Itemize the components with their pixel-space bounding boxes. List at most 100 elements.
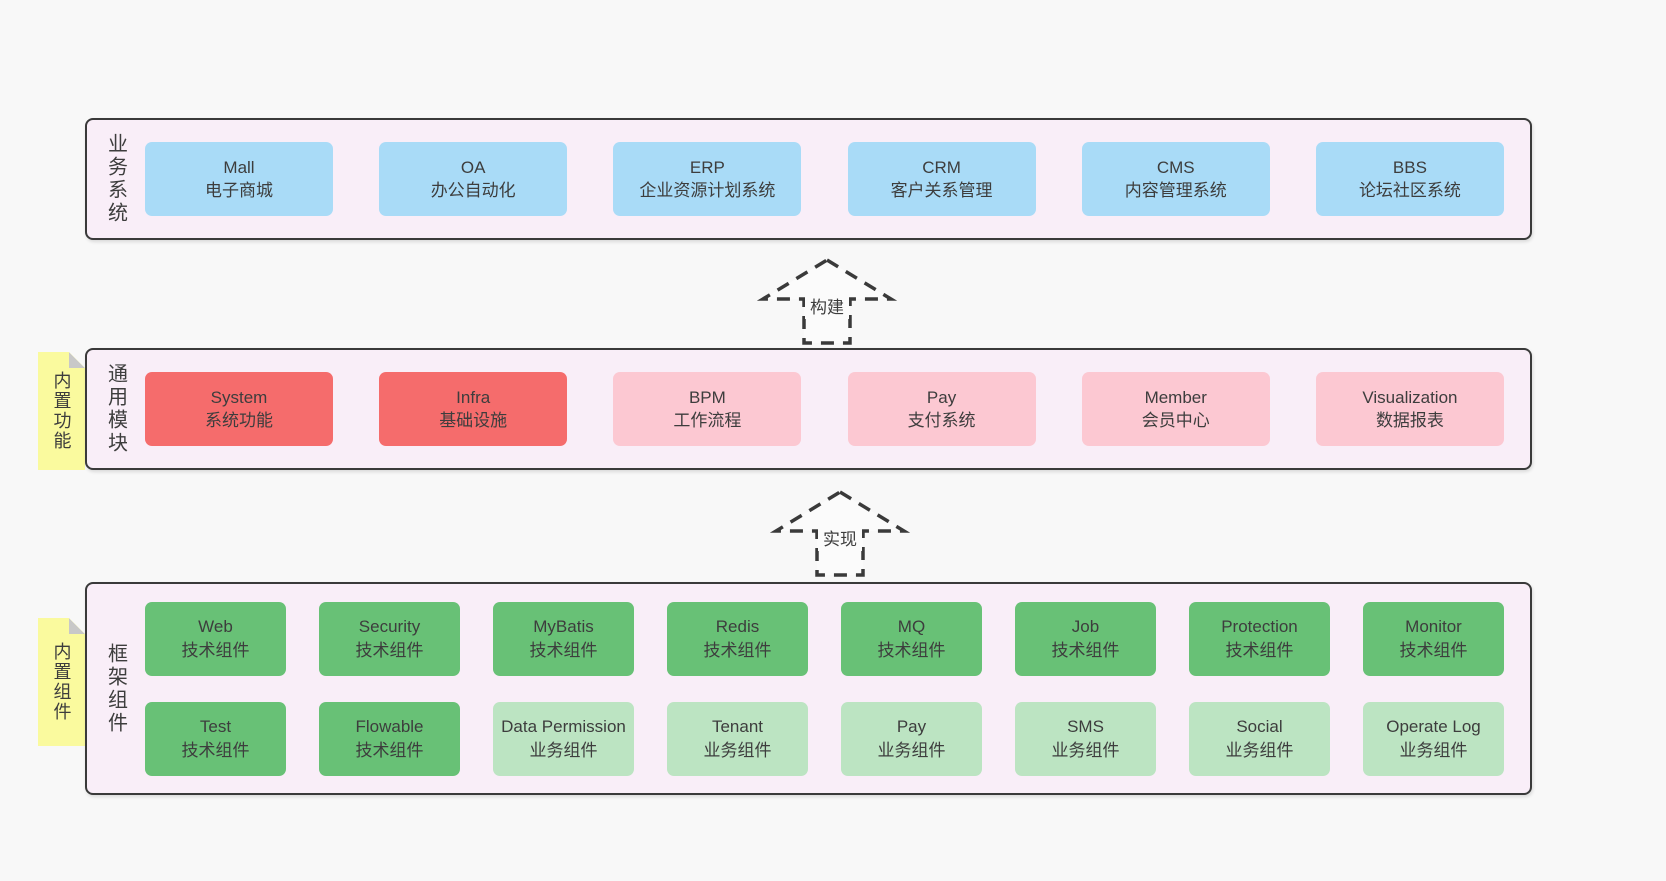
box-subtitle: 数据报表 bbox=[1375, 411, 1444, 430]
box-subtitle: 电子商城 bbox=[205, 181, 273, 200]
box-title: OA bbox=[460, 157, 486, 177]
component-box: Web 技术组件 bbox=[145, 601, 286, 676]
box-title: Test bbox=[199, 717, 232, 737]
layer-label-business-systems: 业务系统 bbox=[104, 133, 127, 225]
box-subtitle: 工作流程 bbox=[673, 411, 742, 430]
box-subtitle: 技术组件 bbox=[1399, 640, 1468, 660]
box-subtitle: 办公自动化 bbox=[430, 181, 516, 200]
box-subtitle: 技术组件 bbox=[355, 740, 424, 760]
arrow-up-build: 构建 bbox=[757, 256, 897, 346]
component-box: Protection 技术组件 bbox=[1189, 601, 1330, 676]
module-box: BPM 工作流程 bbox=[613, 372, 802, 446]
box-subtitle: 内容管理系统 bbox=[1124, 181, 1227, 200]
component-box: Redis 技术组件 bbox=[667, 601, 808, 676]
box-title: BBS bbox=[1392, 157, 1427, 177]
box-subtitle: 业务组件 bbox=[1051, 740, 1120, 760]
box-title: Tenant bbox=[711, 717, 764, 737]
box-subtitle: 技术组件 bbox=[355, 640, 424, 660]
folded-corner bbox=[69, 352, 85, 368]
box-subtitle: 会员中心 bbox=[1141, 411, 1210, 430]
framework-components-box-grid: Web 技术组件 Security 技术组件 MyBatis 技术组件 Redi… bbox=[145, 601, 1504, 776]
module-box: Member 会员中心 bbox=[1081, 372, 1270, 446]
box-subtitle: 技术组件 bbox=[181, 640, 250, 660]
system-box: BBS 论坛社区系统 bbox=[1315, 142, 1504, 216]
box-subtitle: 技术组件 bbox=[703, 640, 772, 660]
component-box: Operate Log 业务组件 bbox=[1363, 701, 1504, 776]
box-subtitle: 技术组件 bbox=[1051, 640, 1120, 660]
arrow-label-build: 构建 bbox=[805, 292, 849, 319]
box-subtitle: 技术组件 bbox=[529, 640, 598, 660]
module-box: Infra 基础设施 bbox=[379, 372, 568, 446]
box-title: Social bbox=[1236, 717, 1283, 737]
arrow-label-implement: 实现 bbox=[818, 524, 862, 551]
box-title: Redis bbox=[715, 617, 760, 637]
box-title: ERP bbox=[689, 157, 725, 177]
box-subtitle: 技术组件 bbox=[181, 740, 250, 760]
component-box: SMS 业务组件 bbox=[1015, 701, 1156, 776]
box-title: Security bbox=[358, 617, 421, 637]
box-title: BPM bbox=[688, 387, 726, 407]
component-box: Data Permission 业务组件 bbox=[493, 701, 634, 776]
box-subtitle: 业务组件 bbox=[1225, 740, 1294, 760]
box-subtitle: 客户关系管理 bbox=[890, 181, 993, 200]
component-box: Social 业务组件 bbox=[1189, 701, 1330, 776]
box-title: Flowable bbox=[355, 717, 424, 737]
layer-label-framework-components: 框架组件 bbox=[104, 642, 127, 735]
component-box: MQ 技术组件 bbox=[841, 601, 982, 676]
box-subtitle: 企业资源计划系统 bbox=[639, 181, 776, 200]
box-subtitle: 基础设施 bbox=[439, 411, 508, 430]
box-title: CRM bbox=[922, 157, 961, 177]
sticky-note-builtin-features: 内置功能 bbox=[38, 352, 85, 470]
box-subtitle: 业务组件 bbox=[529, 740, 598, 760]
system-box: CMS 内容管理系统 bbox=[1081, 142, 1270, 216]
box-subtitle: 技术组件 bbox=[1225, 640, 1294, 660]
system-box: Mall 电子商城 bbox=[145, 142, 333, 216]
arrow-up-implement: 实现 bbox=[770, 488, 910, 578]
layer-business-systems: 业务系统 Mall 电子商城 OA 办公自动化 ERP 企业资源计划系统 CRM… bbox=[85, 118, 1532, 240]
box-title: System bbox=[210, 387, 268, 407]
system-box: CRM 客户关系管理 bbox=[847, 142, 1036, 216]
box-title: SMS bbox=[1067, 717, 1104, 737]
folded-corner bbox=[69, 618, 85, 634]
sticky-label: 内置组件 bbox=[51, 642, 72, 722]
component-box: Pay 业务组件 bbox=[841, 701, 982, 776]
box-title: Infra bbox=[456, 387, 491, 407]
box-subtitle: 业务组件 bbox=[877, 740, 946, 760]
box-title: Pay bbox=[896, 717, 927, 737]
component-box: MyBatis 技术组件 bbox=[493, 601, 634, 676]
box-title: MyBatis bbox=[533, 617, 594, 637]
box-subtitle: 支付系统 bbox=[907, 411, 976, 430]
box-title: CMS bbox=[1156, 157, 1195, 177]
system-box: ERP 企业资源计划系统 bbox=[613, 142, 802, 216]
component-box: Monitor 技术组件 bbox=[1363, 601, 1504, 676]
sticky-note-builtin-components: 内置组件 bbox=[38, 618, 85, 746]
box-title: Job bbox=[1071, 617, 1100, 637]
layer-common-modules: 通用模块 System 系统功能 Infra 基础设施 BPM 工作流程 Pay… bbox=[85, 348, 1532, 470]
box-subtitle: 技术组件 bbox=[877, 640, 946, 660]
sticky-label: 内置功能 bbox=[51, 371, 72, 451]
layer-label-common-modules: 通用模块 bbox=[104, 363, 127, 455]
box-subtitle: 系统功能 bbox=[205, 411, 273, 430]
box-subtitle: 业务组件 bbox=[1399, 740, 1468, 760]
component-box: Test 技术组件 bbox=[145, 701, 286, 776]
box-title: MQ bbox=[897, 617, 926, 637]
box-subtitle: 论坛社区系统 bbox=[1358, 181, 1461, 200]
module-box: System 系统功能 bbox=[145, 372, 333, 446]
component-box: Tenant 业务组件 bbox=[667, 701, 808, 776]
component-box: Flowable 技术组件 bbox=[319, 701, 460, 776]
box-title: Member bbox=[1144, 387, 1207, 407]
box-title: Data Permission bbox=[501, 717, 626, 737]
box-title: Operate Log bbox=[1386, 717, 1481, 737]
box-subtitle: 业务组件 bbox=[703, 740, 772, 760]
component-box: Security 技术组件 bbox=[319, 601, 460, 676]
layer-framework-components: 框架组件 Web 技术组件 Security 技术组件 MyBatis 技术组件… bbox=[85, 582, 1532, 795]
box-title: Visualization bbox=[1362, 387, 1458, 407]
box-title: Protection bbox=[1221, 617, 1298, 637]
module-box: Visualization 数据报表 bbox=[1315, 372, 1504, 446]
business-systems-box-grid: Mall 电子商城 OA 办公自动化 ERP 企业资源计划系统 CRM 客户关系… bbox=[145, 142, 1504, 216]
box-title: Pay bbox=[926, 387, 957, 407]
system-box: OA 办公自动化 bbox=[379, 142, 568, 216]
module-box: Pay 支付系统 bbox=[847, 372, 1036, 446]
box-title: Mall bbox=[223, 157, 255, 177]
